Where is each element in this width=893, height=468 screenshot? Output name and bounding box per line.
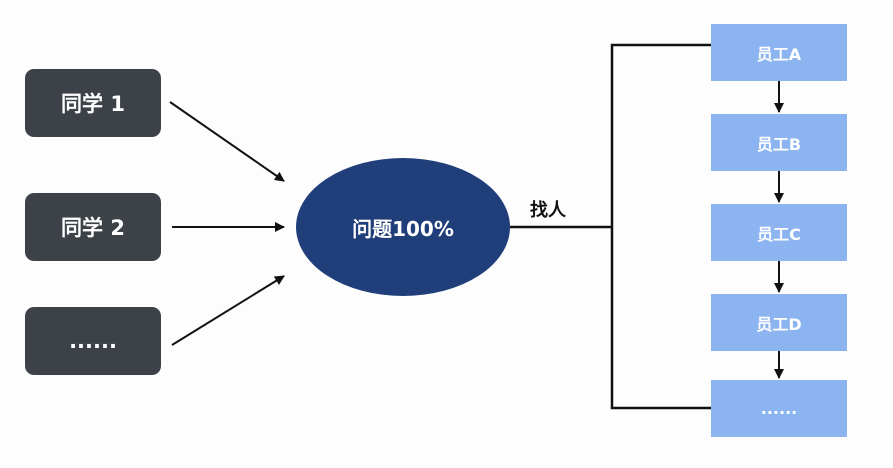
student-node-1: 同学 1: [25, 69, 161, 137]
student-node-2: 同学 2: [25, 193, 161, 261]
bracket-line: [610, 43, 711, 410]
employee-node-more: ......: [711, 380, 847, 437]
employee-node-b: 员工B: [711, 114, 847, 171]
employee-node-a: 员工A: [711, 24, 847, 81]
employee-node-d: 员工D: [711, 294, 847, 351]
arrow-student-3-to-problem: [171, 275, 285, 346]
problem-node: 问题100%: [296, 158, 510, 296]
arrow-student-1-to-problem: [169, 101, 285, 182]
employee-node-c: 员工C: [711, 204, 847, 261]
find-person-label: 找人: [530, 200, 566, 221]
student-node-more: ......: [25, 307, 161, 375]
